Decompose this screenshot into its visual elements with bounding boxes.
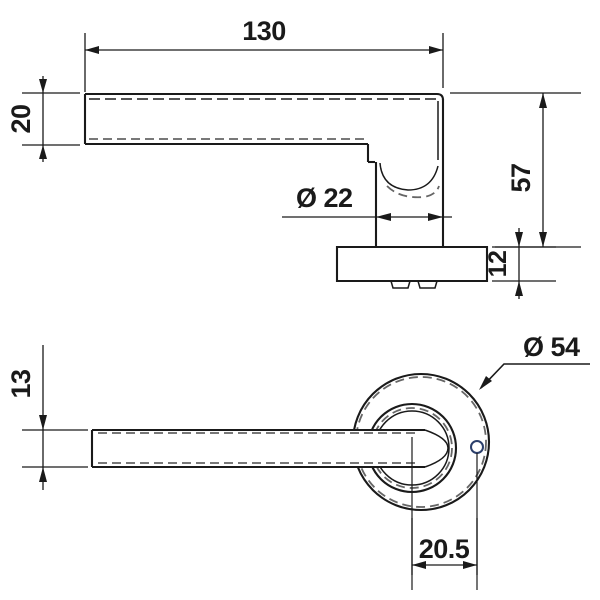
dimension-diameter-22: Ø 22	[282, 170, 452, 245]
lever-hidden-detail	[89, 98, 440, 199]
arrowhead-22-left	[376, 213, 391, 221]
dimension-label-130: 130	[242, 16, 286, 46]
dimension-diameter-54: Ø 54	[479, 332, 590, 390]
dimension-label-20: 20	[6, 104, 36, 133]
arrowhead-130-left	[85, 46, 99, 54]
arrowhead-20-top	[39, 79, 47, 93]
arrowhead-54	[479, 376, 492, 390]
plan-view: 13 Ø 54 20.5	[6, 332, 590, 590]
arrowhead-12-bottom	[515, 281, 523, 296]
arrowhead-57-top	[539, 93, 547, 108]
rose-plate-side	[335, 245, 489, 289]
elbow-pocket-curve	[379, 162, 439, 191]
dimension-13: 13	[6, 345, 88, 490]
rose-tab-right	[417, 280, 438, 289]
arrowhead-22-right	[428, 213, 443, 221]
dimension-label-20-5: 20.5	[419, 534, 470, 564]
dimension-130: 130	[84, 16, 444, 92]
lever-bar-plan	[90, 428, 449, 469]
dimension-20: 20	[6, 76, 80, 162]
arrowhead-13-bottom	[39, 467, 47, 482]
arrowhead-13-top	[39, 415, 47, 430]
dimension-20-5: 20.5	[411, 518, 478, 575]
grip-neck-corner	[436, 92, 445, 101]
dimension-label-13: 13	[6, 369, 36, 399]
dimension-label-diameter-54: Ø 54	[523, 332, 580, 362]
arrowhead-57-bottom	[539, 232, 547, 247]
arrowhead-205-right	[463, 561, 477, 569]
lever-bar-mask	[92, 430, 425, 467]
dimension-12: 12	[484, 228, 556, 299]
rose-plate-body	[335, 245, 489, 283]
arrowhead-20-bottom	[39, 145, 47, 159]
arrowhead-205-left	[412, 561, 426, 569]
arrowhead-12-top	[515, 232, 523, 247]
lever-bar-rounded-tip	[424, 429, 449, 468]
side-elevation-view: 130 20 Ø 22 57	[6, 16, 581, 299]
arrowhead-130-right	[429, 46, 443, 54]
dimension-label-diameter-22: Ø 22	[296, 183, 353, 213]
dimension-label-57: 57	[506, 163, 536, 192]
dimension-label-12: 12	[484, 251, 512, 278]
dimension-57: 57	[450, 92, 581, 248]
rose-tab-left	[390, 280, 411, 289]
